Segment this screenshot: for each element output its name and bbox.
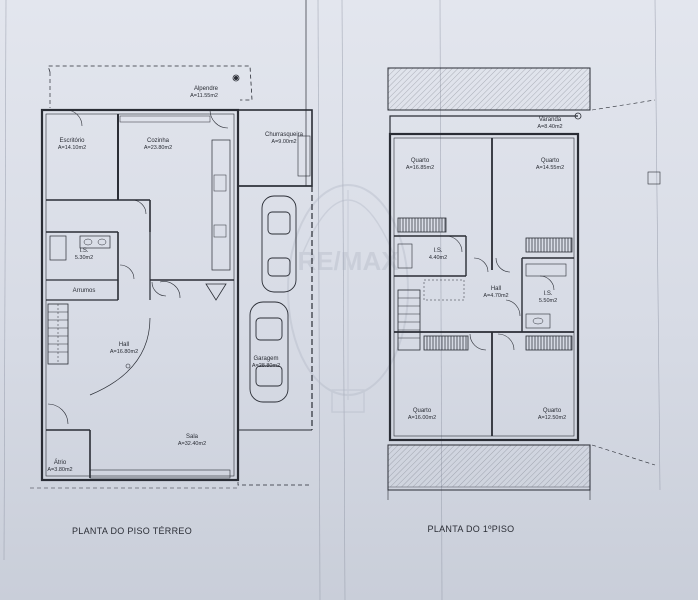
room-name-label: I.S. [79,248,88,254]
room-area-label: 4.40m2 [429,255,447,261]
first-floor-plan [387,67,661,500]
room-area-label: A=9.00m2 [271,139,296,145]
room-area-label: A=11.55m2 [190,93,218,99]
room-area-label: A=16.85m2 [406,165,434,171]
room-name-label: Quarto [543,408,562,414]
room-name-label: Varanda [539,117,562,123]
room-name-label: Alpendre [194,86,219,92]
room-name-label: Escritório [59,138,85,144]
room-area-label: A=4.70m2 [483,293,508,299]
room-name-label: Quarto [541,158,560,164]
room-area-label: A=16.80m2 [110,349,138,355]
room-name-label: Hall [491,286,501,292]
room-name-label: Hall [119,342,129,348]
room-name-label: Arrumos [73,288,96,294]
room-area-label: 5.30m2 [75,255,93,261]
room-name-label: Garagem [253,356,278,362]
room-name-label: I.S. [543,291,552,297]
room-area-label: A=28.80m2 [252,363,280,369]
room-name-label: Quarto [413,408,432,414]
room-area-label: A=16.00m2 [408,415,436,421]
room-area-label: 5.50m2 [539,298,557,304]
room-area-label: A=14.55m2 [536,165,564,171]
room-name-label: Sala [186,434,199,440]
first-floor-title: PLANTA DO 1ºPISO [428,524,515,534]
watermark-text: RE/MAX [297,246,399,276]
room-name-label: Quarto [411,158,430,164]
room-area-label: A=12.50m2 [538,415,566,421]
room-name-label: I.S. [433,248,442,254]
room-area-label: A=3.80m2 [47,467,72,473]
room-name-label: Átrio [54,459,67,466]
room-name-label: Cozinha [147,138,170,144]
room-area-label: A=8.40m2 [537,124,562,130]
room-area-label: A=23.80m2 [144,145,172,151]
ground-floor-title: PLANTA DO PISO TÉRREO [72,526,192,536]
room-area-label: A=32.40m2 [178,441,206,447]
ground-floor-plan [30,0,313,489]
room-area-label: A=14.10m2 [58,145,86,151]
room-name-label: Churrasqueira [265,132,304,138]
